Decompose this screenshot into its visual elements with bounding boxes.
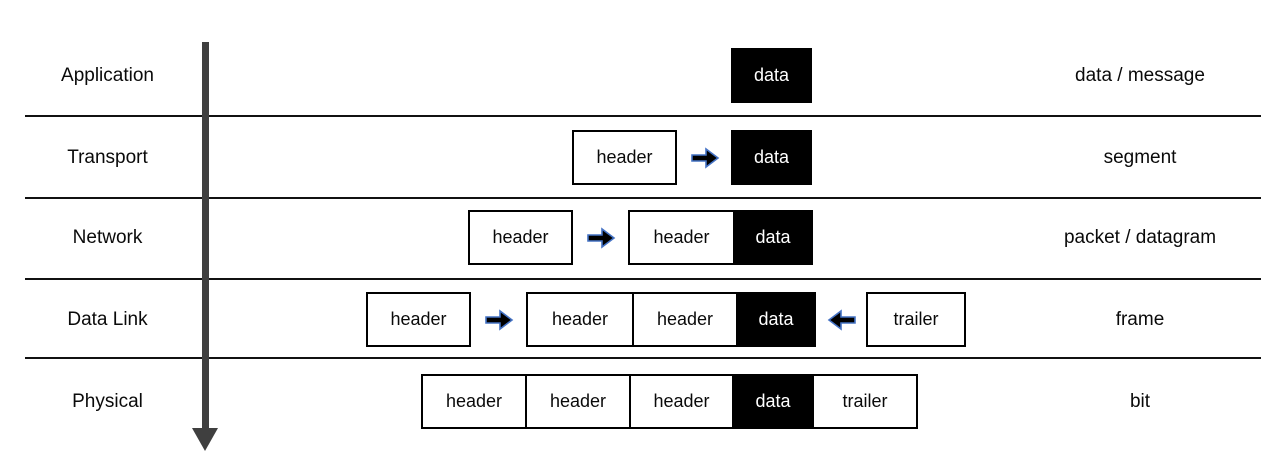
header-segment: header [629,376,732,427]
right-block-arrow-icon [485,309,514,331]
data-box: data [731,130,812,185]
pdu-label-segment: segment [1103,147,1177,168]
right-block-arrow-icon [691,147,720,169]
divider-line [25,357,1261,359]
header-box: header [468,210,573,265]
header-segment: header [423,376,525,427]
trailer-box: trailer [866,292,966,347]
layer-label-application: Application [61,65,154,86]
layer-label-transport: Transport [67,147,148,168]
down-flow-arrow-shaft [202,42,209,428]
layer-label-physical: Physical [72,391,143,412]
data-box: data [731,48,812,103]
divider-line [25,197,1261,199]
data-segment: data [732,376,812,427]
header-segment: header [630,212,733,263]
layer-label-network: Network [72,227,143,248]
header-box: header [366,292,471,347]
divider-line [25,278,1261,280]
down-flow-arrow-icon [192,428,218,451]
pdu-label-message: data / message [1075,65,1205,86]
header-box: header [572,130,677,185]
right-block-arrow-icon [587,227,616,249]
bit-stream-box: header header header data trailer [421,374,918,429]
left-block-arrow-icon [827,309,856,331]
frame-box: header header data [526,292,816,347]
pdu-label-frame: frame [1115,309,1165,330]
header-segment: header [632,294,736,345]
data-segment: data [733,212,811,263]
divider-line [25,115,1261,117]
header-segment: header [528,294,632,345]
pdu-label-bit: bit [1129,391,1151,412]
trailer-segment: trailer [812,376,916,427]
data-segment: data [736,294,814,345]
packet-box: header data [628,210,813,265]
pdu-label-packet: packet / datagram [1063,227,1217,248]
layer-label-datalink: Data Link [67,309,148,330]
header-segment: header [525,376,629,427]
